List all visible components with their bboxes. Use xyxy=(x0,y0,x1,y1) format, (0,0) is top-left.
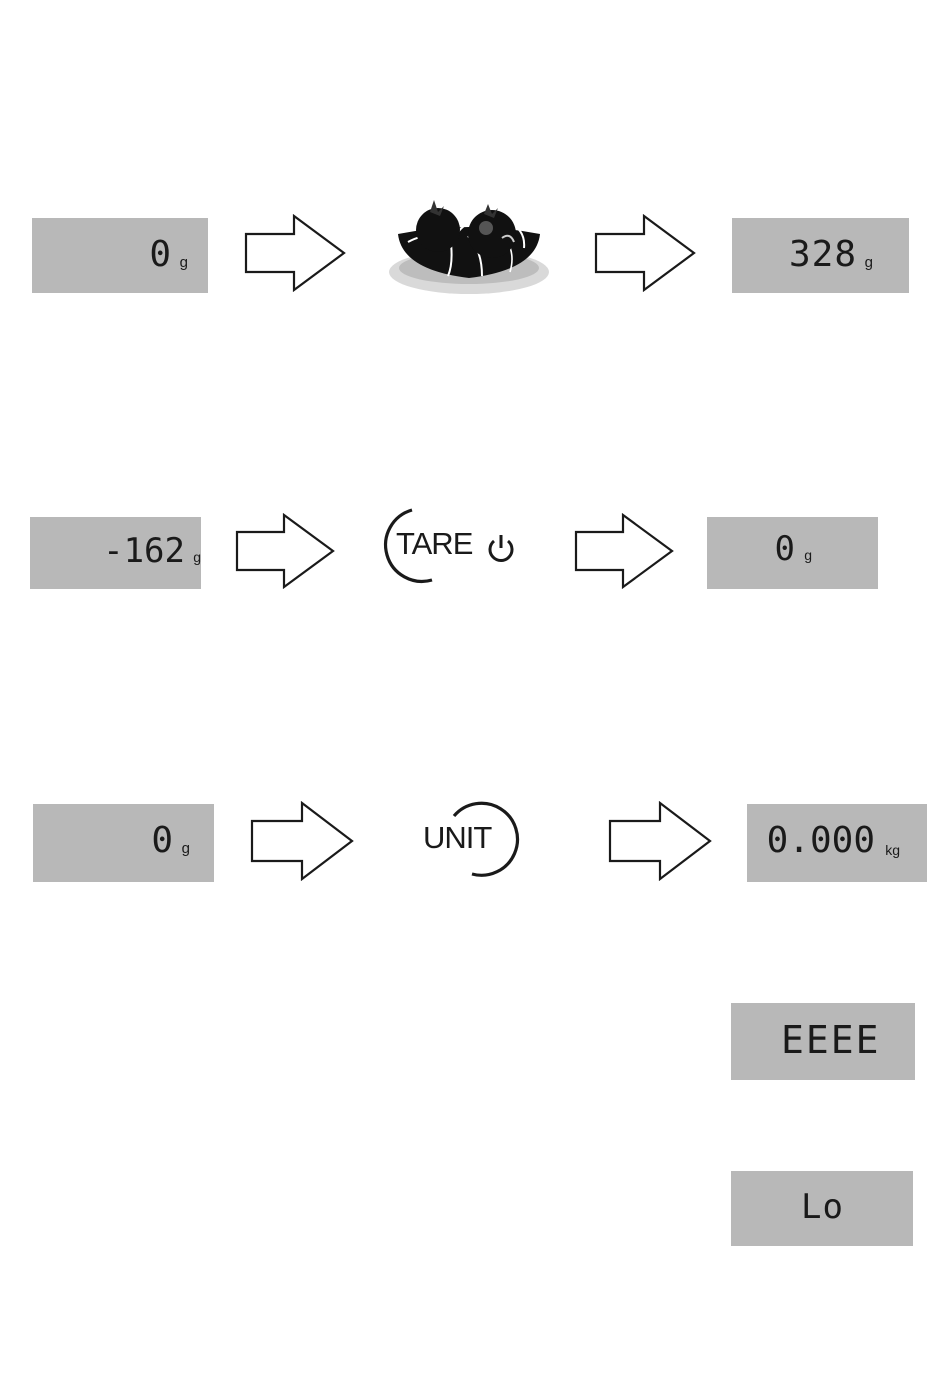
display-value: EEEE xyxy=(781,1018,881,1062)
display-value: 0 xyxy=(149,234,172,275)
tare-button[interactable]: TARE xyxy=(378,506,520,586)
display-value: Lo xyxy=(801,1187,844,1227)
display-unit: g xyxy=(865,254,873,271)
arrow-right-icon xyxy=(594,214,696,292)
unit-label: UNIT xyxy=(423,820,491,856)
arrow-right-icon xyxy=(244,214,346,292)
arrow-right-icon xyxy=(235,513,335,589)
power-icon xyxy=(486,533,516,565)
display-unit: g xyxy=(193,549,201,565)
display-unit: g xyxy=(180,254,188,271)
unit-button[interactable]: UNIT xyxy=(420,798,524,880)
display-unit: g xyxy=(182,840,190,857)
arrow-right-icon xyxy=(574,513,674,589)
display-tared: 0 g xyxy=(707,517,878,589)
display-overload: EEEE xyxy=(731,1003,915,1080)
display-value: -162 xyxy=(103,531,185,571)
arrow-right-icon xyxy=(608,801,712,881)
display-unit: kg xyxy=(885,842,900,858)
display-value: 328 xyxy=(789,234,857,275)
display-unit: g xyxy=(804,547,812,563)
tare-label: TARE xyxy=(396,526,472,562)
display-negative: -162 g xyxy=(30,517,201,589)
fruit-bowl-icon xyxy=(386,192,552,300)
arrow-right-icon xyxy=(250,801,354,881)
display-empty: 0 g xyxy=(32,218,208,293)
display-weighed: 328 g xyxy=(732,218,909,293)
display-grams: 0 g xyxy=(33,804,214,882)
display-value: 0.000 xyxy=(767,820,875,861)
display-value: 0 xyxy=(775,529,796,569)
display-value: 0 xyxy=(151,820,174,861)
display-kilograms: 0.000 kg xyxy=(747,804,927,882)
display-low-battery: Lo xyxy=(731,1171,913,1246)
